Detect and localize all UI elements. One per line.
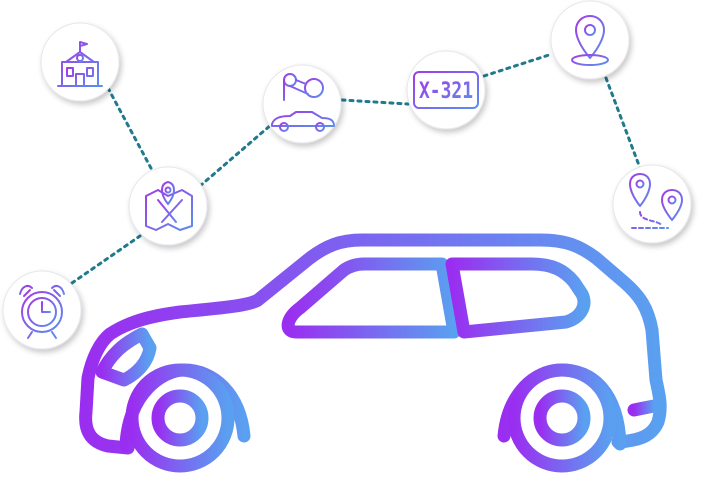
car-outline	[79, 233, 667, 473]
car-window-rear	[281, 257, 461, 339]
alarm-clock-node	[2, 270, 82, 350]
location-pin-node	[550, 0, 630, 80]
alarm-clock-icon	[19, 285, 65, 339]
route-icon	[629, 173, 683, 229]
connector-lines	[70, 52, 642, 285]
car-front-light	[95, 327, 157, 387]
map-location-icon	[145, 181, 193, 231]
route-node	[612, 164, 692, 244]
school-building-icon	[57, 41, 103, 87]
car-service-icon	[271, 73, 335, 132]
car-rear-hub	[151, 389, 209, 447]
car-rear-wheel	[125, 363, 235, 473]
car-window-front	[445, 257, 591, 339]
license-plate-text: X-321	[419, 79, 473, 104]
car-rear-light	[627, 399, 661, 417]
map-location-node	[128, 166, 208, 246]
school-building-node	[40, 22, 120, 102]
car-front-hub	[533, 389, 591, 447]
location-pin-icon	[571, 15, 609, 66]
license-plate-node: X-321	[406, 50, 486, 130]
car-service-node	[262, 64, 342, 144]
license-plate-icon: X-321	[413, 71, 479, 109]
car-body	[79, 233, 667, 455]
car-front-wheel	[507, 363, 617, 473]
